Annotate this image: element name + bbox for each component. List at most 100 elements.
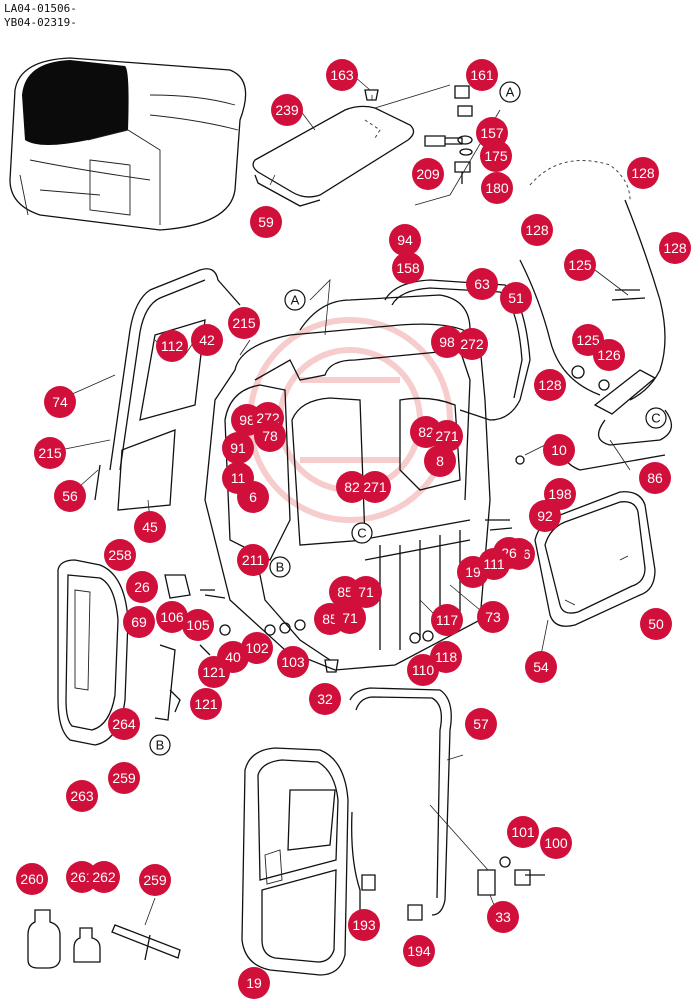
- left-side-panel: [57, 559, 129, 746]
- callout-125-a[interactable]: 125: [564, 249, 596, 281]
- callout-50-label: 50: [648, 616, 664, 632]
- callout-194-label: 194: [407, 943, 431, 959]
- callout-121-b-label: 121: [194, 696, 218, 712]
- callout-128-a[interactable]: 128: [627, 157, 659, 189]
- callout-262[interactable]: 262: [88, 861, 120, 893]
- callout-69-label: 69: [131, 614, 147, 630]
- callout-51[interactable]: 51: [500, 282, 532, 314]
- callout-105[interactable]: 105: [182, 609, 214, 641]
- callout-78[interactable]: 78: [254, 420, 286, 452]
- callout-94-label: 94: [397, 232, 413, 248]
- callout-19-b[interactable]: 19: [238, 967, 270, 999]
- callout-102-label: 102: [245, 640, 269, 656]
- callout-215-b[interactable]: 215: [34, 437, 66, 469]
- callout-42[interactable]: 42: [191, 324, 223, 356]
- callout-91-label: 91: [230, 440, 246, 456]
- callout-158[interactable]: 158: [392, 252, 424, 284]
- callout-259-a[interactable]: 259: [108, 762, 140, 794]
- callout-259-b[interactable]: 259: [139, 864, 171, 896]
- callout-272-a[interactable]: 272: [456, 328, 488, 360]
- callout-194[interactable]: 194: [403, 935, 435, 967]
- callout-10[interactable]: 10: [543, 434, 575, 466]
- callout-211[interactable]: 211: [237, 544, 269, 576]
- callout-98-b-label: 98: [239, 412, 255, 428]
- callout-102[interactable]: 102: [241, 632, 273, 664]
- callout-161[interactable]: 161: [466, 59, 498, 91]
- callout-33[interactable]: 33: [487, 901, 519, 933]
- callout-175[interactable]: 175: [480, 140, 512, 172]
- callout-271-a[interactable]: 271: [431, 420, 463, 452]
- callout-121-a-label: 121: [202, 664, 226, 680]
- callout-56-label: 56: [62, 488, 78, 504]
- callout-100[interactable]: 100: [540, 827, 572, 859]
- callout-82-b[interactable]: 82: [336, 471, 368, 503]
- callout-101[interactable]: 101: [507, 816, 539, 848]
- callout-263-label: 263: [70, 788, 94, 804]
- callout-180[interactable]: 180: [481, 172, 513, 204]
- callout-103[interactable]: 103: [277, 646, 309, 678]
- front-window-frame: [94, 268, 241, 511]
- callout-73[interactable]: 73: [477, 601, 509, 633]
- callout-260[interactable]: 260: [16, 863, 48, 895]
- callout-209[interactable]: 209: [412, 158, 444, 190]
- callout-94[interactable]: 94: [389, 224, 421, 256]
- callout-6[interactable]: 6: [237, 481, 269, 513]
- callout-71-a[interactable]: 71: [350, 576, 382, 608]
- callout-40-label: 40: [225, 649, 241, 665]
- callout-264[interactable]: 264: [108, 708, 140, 740]
- callout-263[interactable]: 263: [66, 780, 98, 812]
- callout-59[interactable]: 59: [250, 206, 282, 238]
- callout-111[interactable]: 111: [478, 548, 510, 580]
- callout-128-a-label: 128: [631, 165, 655, 181]
- callout-121-b[interactable]: 121: [190, 688, 222, 720]
- callout-258-label: 258: [108, 547, 132, 563]
- door-seal: [349, 687, 452, 916]
- callout-98-a[interactable]: 98: [431, 326, 463, 358]
- callout-128-b[interactable]: 128: [521, 214, 553, 246]
- callout-45[interactable]: 45: [134, 511, 166, 543]
- callout-86[interactable]: 86: [639, 462, 671, 494]
- callout-74[interactable]: 74: [44, 386, 76, 418]
- callout-106[interactable]: 106: [156, 601, 188, 633]
- callout-69[interactable]: 69: [123, 606, 155, 638]
- callout-40[interactable]: 40: [217, 641, 249, 673]
- callout-112-a[interactable]: 112: [156, 330, 188, 362]
- callout-71-a-label: 71: [358, 584, 374, 600]
- callout-239[interactable]: 239: [271, 94, 303, 126]
- callout-215-a[interactable]: 215: [228, 307, 260, 339]
- callout-271-a-label: 271: [435, 428, 459, 444]
- callout-258[interactable]: 258: [104, 539, 136, 571]
- callout-271-b[interactable]: 271: [359, 471, 391, 503]
- callout-45-label: 45: [142, 519, 158, 535]
- callout-128-c[interactable]: 128: [659, 232, 691, 264]
- callout-126-a[interactable]: 126: [593, 339, 625, 371]
- callout-126-a-label: 126: [597, 347, 621, 363]
- callout-117[interactable]: 117: [431, 604, 463, 636]
- rear-window: [384, 279, 531, 421]
- callout-8[interactable]: 8: [424, 445, 456, 477]
- callout-100-label: 100: [544, 835, 568, 851]
- ref-C-1: C: [645, 407, 667, 429]
- callout-26-a[interactable]: 26: [126, 571, 158, 603]
- callout-56[interactable]: 56: [54, 480, 86, 512]
- callout-63[interactable]: 63: [466, 268, 498, 300]
- callout-110[interactable]: 110: [407, 654, 439, 686]
- callout-50[interactable]: 50: [640, 608, 672, 640]
- callout-92[interactable]: 92: [529, 500, 561, 532]
- callout-261[interactable]: 261: [66, 861, 98, 893]
- callout-163[interactable]: 163: [326, 59, 358, 91]
- ref-A-2: A: [284, 289, 306, 311]
- callout-32[interactable]: 32: [309, 683, 341, 715]
- callout-71-b-label: 71: [342, 610, 358, 626]
- ref-A-1: A: [499, 81, 521, 103]
- callout-103-label: 103: [281, 654, 305, 670]
- callout-54[interactable]: 54: [525, 651, 557, 683]
- callout-57[interactable]: 57: [465, 708, 497, 740]
- callout-193[interactable]: 193: [348, 909, 380, 941]
- callout-57-label: 57: [473, 716, 489, 732]
- callout-91[interactable]: 91: [222, 432, 254, 464]
- callout-71-b[interactable]: 71: [334, 602, 366, 634]
- callout-128-d[interactable]: 128: [534, 369, 566, 401]
- callout-180-label: 180: [485, 180, 509, 196]
